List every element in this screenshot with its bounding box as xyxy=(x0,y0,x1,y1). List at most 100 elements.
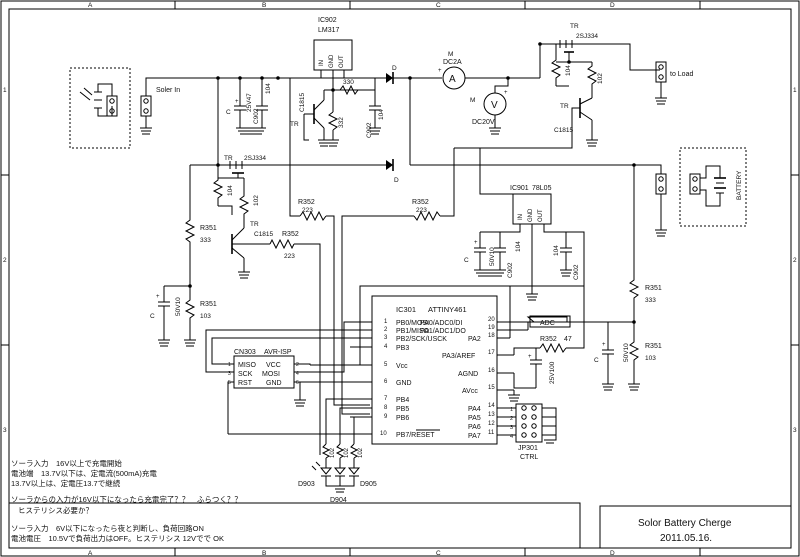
note-line: ヒステリシス必要か？ xyxy=(18,505,93,515)
jp301-ref: JP301 xyxy=(518,445,538,452)
title-block: Solor Battery Cherge 2011.05.16. xyxy=(9,502,792,549)
pin-number: 11 xyxy=(488,430,495,436)
battery-label: BATTERY xyxy=(736,170,743,200)
ic902-pin-gnd: GND xyxy=(329,54,335,68)
ammeter-plus: + xyxy=(438,68,442,74)
led-d905-label: D905 xyxy=(360,481,377,488)
pin-name: PB7/RESET xyxy=(396,432,435,439)
pin-number: 3 xyxy=(384,335,388,341)
frame-col-b-bottom: B xyxy=(262,550,266,557)
cap-50v10-label: 50V10 xyxy=(175,297,182,316)
cn303-pin-label: RST xyxy=(238,380,253,387)
tr-label: TR xyxy=(290,121,299,128)
voltmeter-range-label: DC20V xyxy=(472,119,495,126)
tr-c1815-label: C1815 xyxy=(299,92,306,112)
res-r352-label: R352 xyxy=(412,199,429,206)
pin-name: AVcc xyxy=(462,388,478,395)
cap-c-label: C xyxy=(226,109,231,116)
res-r352-label: R352 xyxy=(282,231,299,238)
r352-solar-sense: R352 223 xyxy=(289,78,370,406)
polarity-plus: + xyxy=(235,99,239,105)
tr-2sj334-label: 2SJ334 xyxy=(244,155,266,162)
res-102-label: 102 xyxy=(253,195,260,206)
pin-number: 8 xyxy=(384,405,388,411)
res-330-label: 330 xyxy=(343,79,354,86)
pin-number: 17 xyxy=(488,350,495,356)
note-line: ソーラからの入力が16V以下になったら充電完了？？ ふらつく？？ xyxy=(11,494,242,504)
cn303-pin-label: MOSI xyxy=(262,371,280,378)
cn303-part: AVR-ISP xyxy=(264,349,292,356)
note-line: ソーラ入力 16V以上で充電開始 xyxy=(11,458,122,468)
pin-number: 12 xyxy=(488,421,495,427)
ic301-mcu: IC301 ATTINY461 PB0/MOSI 1 PB1/MISO 2 PB… xyxy=(228,295,634,445)
battery-block: BATTERY xyxy=(679,147,747,227)
polarity-plus: + xyxy=(474,240,478,246)
pin-number: 5 xyxy=(384,362,388,368)
r352-battery-sense: R352 223 xyxy=(341,147,528,415)
pin-name: PB5 xyxy=(396,406,409,413)
frame-row-3-right: 3 xyxy=(793,427,797,434)
cap-104-label: 104 xyxy=(265,83,272,94)
res-r351-label: R351 xyxy=(645,343,662,350)
cap-c-label: C xyxy=(594,357,599,364)
r351-right-divider: R351 333 R351 103 C + 50V10 xyxy=(594,163,662,391)
cap-c902-label: C902 xyxy=(253,108,260,124)
input-capacitors: + C 25V47 104 C902 xyxy=(226,78,272,135)
frame-col-a-bottom: A xyxy=(88,550,93,557)
pin-name: PA0/ADC0/DI xyxy=(420,320,462,327)
cn303-pin-label: SCK xyxy=(238,371,253,378)
ammeter-m-label: M xyxy=(448,51,453,58)
voltmeter-plus: + xyxy=(504,90,508,96)
adc-net-flag: ADC xyxy=(526,315,571,330)
res-223-label: 223 xyxy=(284,253,295,260)
res-47-label: 47 xyxy=(564,336,572,343)
res-223-label: 223 xyxy=(302,207,313,214)
pin-number: 13 xyxy=(488,412,495,418)
res-r351-label: R351 xyxy=(200,225,217,232)
led-d903-label: D903 xyxy=(298,481,315,488)
load-switch-pmos: TR 2SJ334 104 102 xyxy=(538,23,660,98)
cap-c902-label: C902 xyxy=(507,262,514,278)
cap-c-label: C xyxy=(150,313,155,320)
note-line: 13.7V以上は、定電圧13.7で継続 xyxy=(11,478,121,488)
pin-name: PB1/MISO xyxy=(396,328,430,335)
res-103-label: 103 xyxy=(200,313,211,320)
polarity-plus: + xyxy=(156,294,160,300)
res-104-label: 104 xyxy=(565,65,572,76)
notes: ソーラ入力 16V以上で充電開始 電池端 13.7V以下は、定電流(500mA)… xyxy=(11,458,242,543)
frame-row-2-right: 2 xyxy=(793,257,797,264)
cap-104-label: 104 xyxy=(378,109,385,120)
ammeter-range-label: DC2A xyxy=(443,59,462,66)
res-r351-label: R351 xyxy=(200,301,217,308)
ic902-ref: IC902 xyxy=(318,17,337,24)
pin-number: 15 xyxy=(488,385,495,391)
adc-label: ADC xyxy=(540,320,555,327)
solar-in-label: Soler In xyxy=(156,87,180,94)
load-switch-npn: TR C1815 xyxy=(528,97,598,149)
pin-name: PA1/ADC1/DO xyxy=(420,328,466,335)
ammeter: A M DC2A + xyxy=(438,51,540,90)
ground-icon xyxy=(140,127,152,135)
note-line: 電池端 13.7V以下は、定電流(500mA)充電 xyxy=(11,468,157,478)
transistor-c1815-mid: TR C1815 R352 223 xyxy=(231,221,321,455)
diode-top: D xyxy=(380,65,442,165)
pin-name: PA6 xyxy=(468,424,481,431)
pin-name: PB2/SCK/USCK xyxy=(396,336,447,343)
battery-connector xyxy=(410,164,667,237)
cn303-pin-number: 3 xyxy=(228,371,231,377)
ic301-right-pins: PA0/ADC0/DI 20 PA1/ADC1/DO 19 PA2 18 PA3… xyxy=(420,317,634,440)
pin-name: PB4 xyxy=(396,397,409,404)
tr-2sj334-label: 2SJ334 xyxy=(576,33,598,40)
pin-number: 9 xyxy=(384,414,388,420)
jp301-ctrl-jumper: 1 2 3 4 JP301 CTRL xyxy=(510,403,557,461)
cn303-ref: CN303 xyxy=(234,349,256,356)
tr-label: TR xyxy=(570,23,579,30)
to-load-label: to Load xyxy=(670,71,693,78)
ic901-part: 78L05 xyxy=(532,185,552,192)
ammeter-symbol: A xyxy=(449,74,456,85)
frame-row-2-left: 2 xyxy=(3,257,7,264)
frame-col-a-top: A xyxy=(88,2,93,9)
cn303-pin-number: 5 xyxy=(228,380,231,386)
res-104-label: 104 xyxy=(227,185,234,196)
